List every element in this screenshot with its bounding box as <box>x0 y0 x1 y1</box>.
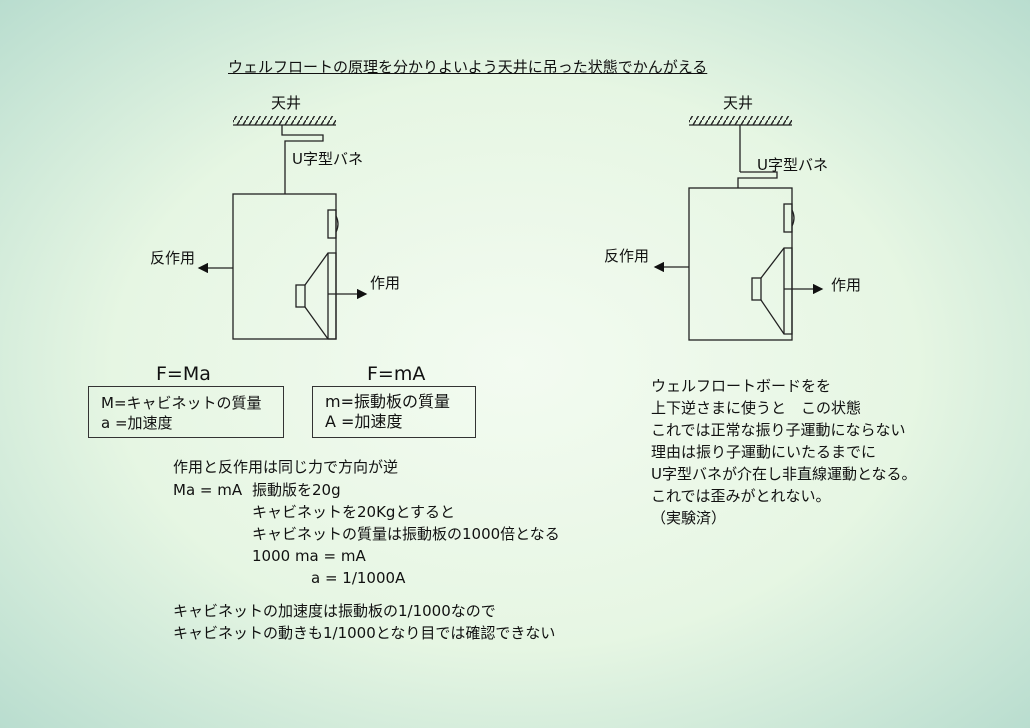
formula-right-line2: A =加速度 <box>325 412 403 431</box>
explanation-line5: 1000 ma = mA <box>252 547 366 565</box>
left-woofer-cone <box>304 252 337 340</box>
right-note-line5: U字型バネが介在し非直線運動となる。 <box>651 465 917 483</box>
explanation-line1: 作用と反作用は同じ力で方向が逆 <box>173 458 399 476</box>
right-note-line1: ウェルフロートボードをを <box>651 377 832 395</box>
formula-left-line2: a =加速度 <box>101 414 173 432</box>
explanation-line6: a = 1/1000A <box>311 569 406 587</box>
right-note-line3: これでは正常な振り子運動にならない <box>651 421 906 439</box>
left-action-label: 作用 <box>370 274 401 292</box>
right-woofer-magnet <box>751 277 762 301</box>
formula-right-line1: m=振動板の質量 <box>325 392 450 411</box>
explanation-line3: キャビネットを20Kgとすると <box>252 503 455 521</box>
right-u-spring <box>737 171 778 188</box>
explanation-line7: キャビネットの加速度は振動板の1/1000なので <box>173 602 496 620</box>
left-hanging-diagram <box>197 116 368 340</box>
formula-left-line1: M=キャビネットの質量 <box>101 394 262 412</box>
explanation-line2a: Ma = mA <box>173 481 243 499</box>
left-u-spring <box>281 125 324 146</box>
formula-right-box: m=振動板の質量 A =加速度 <box>312 386 476 438</box>
left-ceiling-label: 天井 <box>271 94 302 112</box>
right-note-line4: 理由は振り子運動にいたるまでに <box>651 443 877 461</box>
left-reaction-label: 反作用 <box>150 249 196 267</box>
right-note-line6: これでは歪みがとれない。 <box>651 487 831 505</box>
formula-left-box: M=キャビネットの質量 a =加速度 <box>88 386 284 438</box>
left-spring-label: U字型バネ <box>292 150 363 168</box>
left-cabinet <box>232 193 337 340</box>
right-spring-label: U字型バネ <box>757 156 828 174</box>
formula-right-equation: F=mA <box>367 363 426 385</box>
right-woofer-cone <box>760 247 793 335</box>
left-ceiling-hatch <box>233 116 336 125</box>
page-title: ウェルフロートの原理を分かりよいよう天井に吊った状態でかんがえる <box>228 58 708 76</box>
left-tweeter <box>327 209 337 239</box>
explanation-line4: キャビネットの質量は振動板の1000倍となる <box>252 525 560 543</box>
right-note-line2: 上下逆さまに使うと この状態 <box>651 399 862 417</box>
right-ceiling-hatch <box>689 116 792 125</box>
right-hanging-diagram <box>653 116 824 341</box>
right-reaction-label: 反作用 <box>604 247 650 265</box>
right-ceiling-label: 天井 <box>723 94 754 112</box>
left-woofer-magnet <box>295 284 306 308</box>
right-note-line7: （実験済） <box>651 509 727 527</box>
explanation-line2b: 振動版を20g <box>252 481 341 499</box>
right-cabinet <box>688 187 793 341</box>
formula-left-equation: F=Ma <box>156 363 211 385</box>
explanation-line8: キャビネットの動きも1/1000となり目では確認できない <box>173 624 556 642</box>
right-action-label: 作用 <box>831 276 862 294</box>
right-tweeter <box>783 203 793 233</box>
